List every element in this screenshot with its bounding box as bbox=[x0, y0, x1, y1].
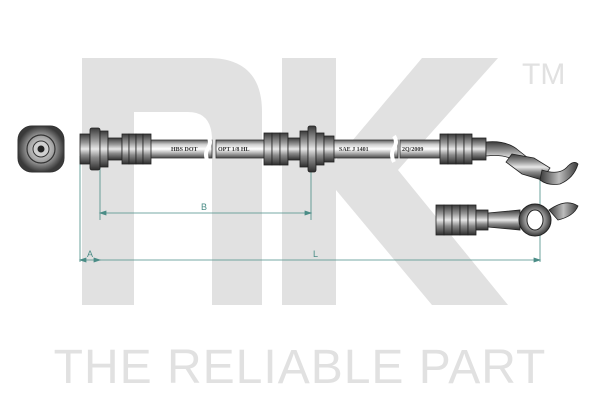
trademark-symbol: TM bbox=[522, 58, 565, 91]
dimension-label-l: L bbox=[313, 249, 318, 259]
fitting-end-view bbox=[17, 125, 65, 173]
hose-marking-4: 2Q/2009 bbox=[402, 147, 423, 153]
hose-marking-3: SAE J 1401 bbox=[339, 147, 369, 153]
banjo-fitting-view bbox=[435, 202, 579, 237]
brand-tagline: THE RELIABLE PART bbox=[53, 341, 547, 394]
hose-marking-1: HBS DOT bbox=[171, 147, 198, 153]
dimension-label-b: B bbox=[201, 202, 207, 212]
dimension-label-a: A bbox=[87, 249, 93, 259]
brake-hose-main bbox=[79, 125, 579, 185]
nk-logo-watermark bbox=[82, 58, 508, 305]
hose-marking-2: OPT 1/8 HL bbox=[218, 147, 250, 153]
